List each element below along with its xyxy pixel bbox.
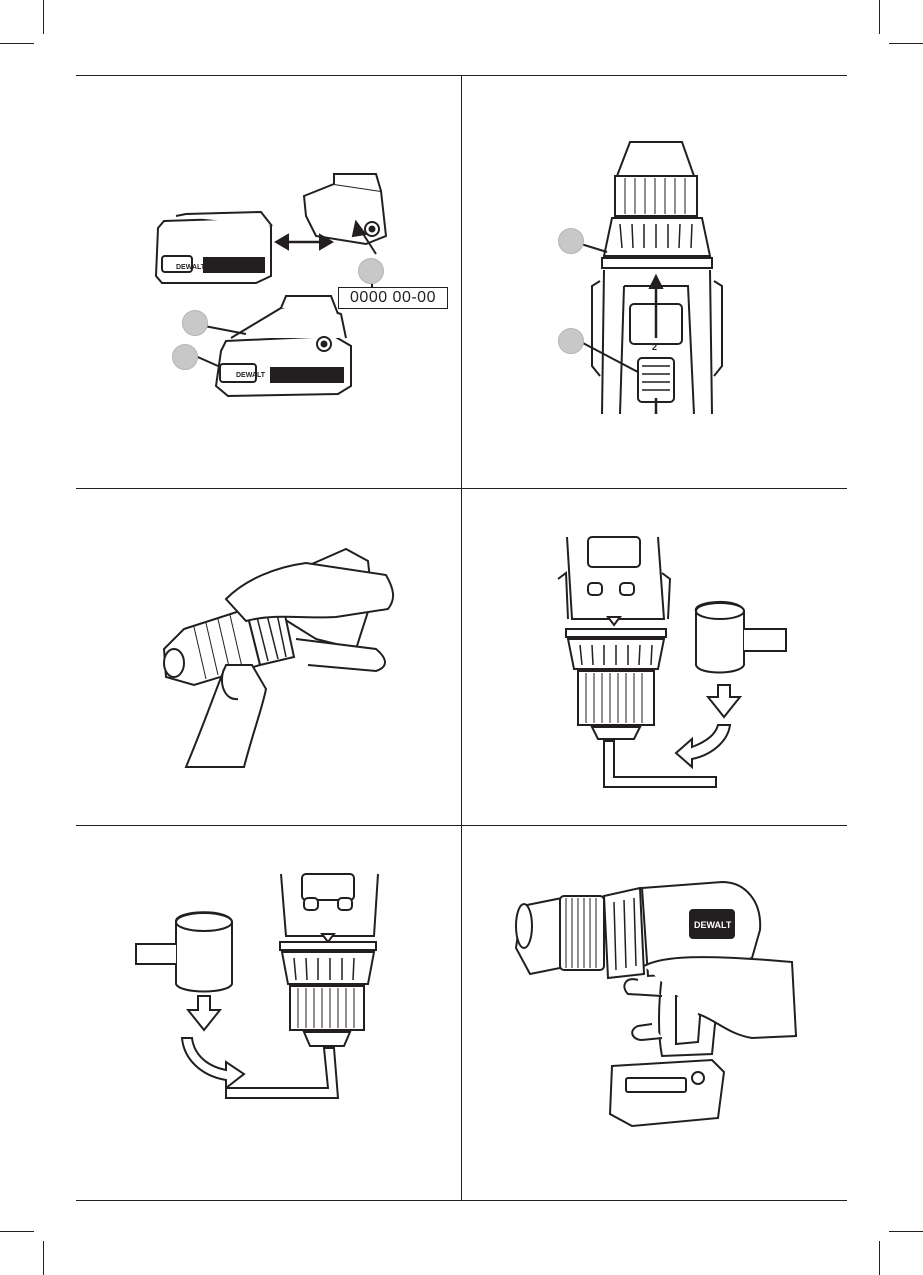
crop-mark <box>0 1231 34 1232</box>
gear-mark: 2 <box>652 342 657 352</box>
figure-torque-collar: 2 <box>462 76 847 488</box>
chuck-removal-illustration <box>462 489 847 825</box>
figure-battery-pack-removal: DEWALT DEWALT <box>76 76 461 488</box>
crop-mark <box>889 43 923 44</box>
callout-marker <box>358 258 384 284</box>
date-code-label: 0000 00-00 <box>338 287 448 309</box>
hand-chuck-illustration <box>76 489 461 825</box>
crop-mark <box>889 1231 923 1232</box>
brand-label: DEWALT <box>176 264 206 271</box>
crop-mark <box>879 1241 880 1275</box>
callout-marker <box>558 328 584 354</box>
figure-chuck-removal-left <box>76 826 461 1200</box>
callout-marker <box>182 310 208 336</box>
grid-line-bottom <box>76 1200 847 1201</box>
crop-mark <box>0 43 34 44</box>
brand-label: DEWALT <box>236 372 266 379</box>
callout-marker <box>558 228 584 254</box>
chuck-removal-illustration <box>76 826 461 1200</box>
figure-drill-in-hand: DEWALT <box>462 826 847 1200</box>
callout-marker <box>172 344 198 370</box>
crop-mark <box>43 0 44 34</box>
brand-label: DEWALT <box>694 920 732 930</box>
drill-hand-illustration: DEWALT <box>462 826 847 1200</box>
drill-front-illustration: 2 <box>462 76 847 488</box>
crop-mark <box>43 1241 44 1275</box>
figure-chuck-hand-grip <box>76 489 461 825</box>
battery-illustration: DEWALT DEWALT <box>76 76 461 488</box>
crop-mark <box>879 0 880 34</box>
figure-chuck-removal-right <box>462 489 847 825</box>
